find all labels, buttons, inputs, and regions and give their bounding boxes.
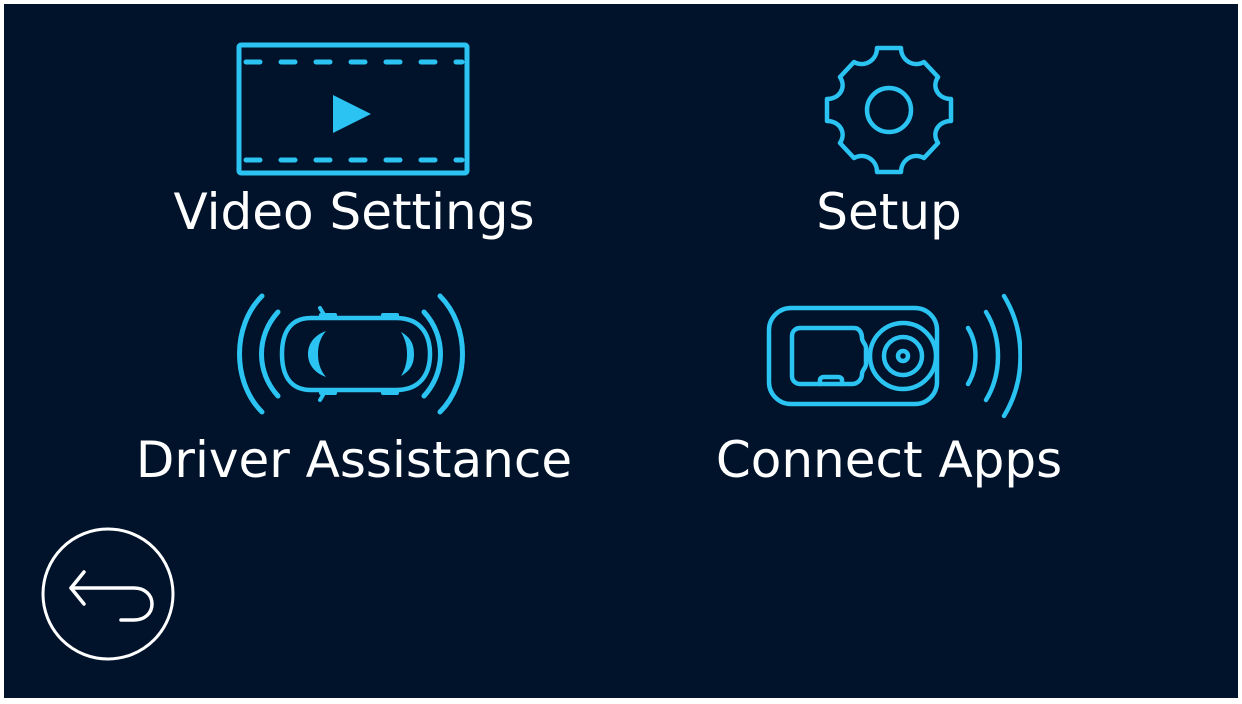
menu-screen: Video Settings Setup: [4, 4, 1238, 698]
menu-item-driver-assistance[interactable]: Driver Assistance: [114, 284, 594, 494]
back-arrow-icon: [41, 527, 175, 661]
menu-item-label: Driver Assistance: [135, 431, 573, 489]
film-play-icon: [236, 42, 470, 176]
car-sensor-icon: [237, 293, 465, 415]
back-button[interactable]: [41, 527, 175, 661]
gear-icon: [824, 45, 954, 175]
menu-item-label: Setup: [816, 183, 962, 241]
menu-item-video-settings[interactable]: Video Settings: [154, 34, 554, 244]
menu-item-connect-apps[interactable]: Connect Apps: [704, 284, 1074, 494]
menu-item-label: Connect Apps: [715, 431, 1063, 489]
menu-item-label: Video Settings: [173, 183, 535, 241]
dashcam-wireless-icon: [766, 293, 1022, 419]
menu-item-setup[interactable]: Setup: [704, 34, 1074, 244]
